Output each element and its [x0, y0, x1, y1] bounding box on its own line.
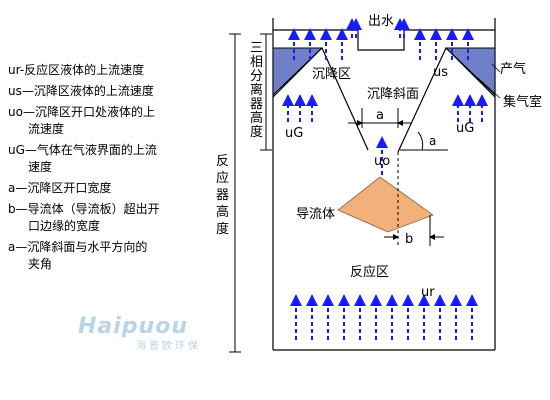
- vertical-label-char: 高: [250, 110, 263, 126]
- legend-text: a—沉降斜面与水平方向的: [8, 240, 148, 254]
- legend-text: uo—沉降区开口处液体的上: [8, 105, 155, 119]
- dimension-lines: [229, 33, 272, 353]
- legend-item: us—沉降区液体的上流速度: [6, 83, 191, 100]
- uG-right-label: uG: [456, 121, 474, 136]
- vertical-label-char: 器: [250, 97, 263, 112]
- legend-item: ur-反应区液体的上流速度: [6, 62, 191, 79]
- vertical-label-char: 应: [216, 170, 229, 186]
- vertical-label-char: 分: [250, 69, 263, 84]
- legend-text-continued: 夹角: [28, 257, 53, 271]
- legend-text-continued: 口边缘的宽度: [28, 219, 101, 233]
- a-width-label: a: [376, 108, 384, 123]
- legend: ur-反应区液体的上流速度 us—沉降区液体的上流速度 uo—沉降区开口处液体的上流…: [6, 62, 191, 277]
- settling-slope-label: 沉降斜面: [367, 87, 419, 102]
- gas-collection-label: 集气室: [503, 94, 542, 110]
- label-pointers: [477, 63, 501, 99]
- legend-text: ur-反应区液体的上流速度: [8, 63, 145, 77]
- legend-item: a—沉降区开口宽度: [6, 180, 191, 197]
- reaction-zone-label: 反应区: [350, 264, 389, 280]
- baffle-label: 导流体: [296, 207, 335, 222]
- uG-left-label: uG: [285, 126, 303, 141]
- vertical-label-char: 反: [216, 154, 229, 169]
- uo-label: uo: [374, 154, 390, 169]
- vertical-label-char: 离: [250, 82, 263, 98]
- legend-text: a—沉降区开口宽度: [8, 181, 112, 195]
- vertical-label-char: 高: [216, 204, 229, 220]
- vertical-label-char: 度: [216, 221, 229, 237]
- settling-zone-label: 沉降区: [312, 67, 351, 82]
- legend-text: b—导流体（导流板）超出开: [8, 202, 160, 216]
- logo-wordmark: Haipuou: [78, 314, 188, 339]
- gas-arrows: [282, 94, 488, 122]
- reaction-zone-arrows: [290, 294, 478, 340]
- haipuou-logo: Haipuou 海普欧环保: [78, 314, 201, 352]
- settling-slopes: [272, 47, 496, 153]
- legend-item: b—导流体（导流板）超出开口边缘的宽度: [6, 201, 191, 235]
- vertical-label-char: 三: [250, 41, 263, 56]
- b-width-label: b: [405, 232, 413, 247]
- vertical-label-char: 度: [250, 124, 263, 140]
- legend-item: uG—气体在气液界面的上流速度: [6, 142, 191, 176]
- settling-zone-arrows: [288, 28, 474, 60]
- outlet-label: 出水: [368, 14, 394, 29]
- legend-item: a—沉降斜面与水平方向的夹角: [6, 239, 191, 273]
- ur-label: ur: [421, 285, 435, 300]
- baffle: [337, 176, 434, 233]
- vertical-label-char: 器: [216, 188, 229, 203]
- legend-item: uo—沉降区开口处液体的上流速度: [6, 104, 191, 138]
- vertical-label-char: 相: [250, 55, 263, 70]
- outlet-arrows: [346, 18, 410, 38]
- us-label: us: [433, 65, 448, 80]
- angle-indicator: [400, 131, 448, 151]
- angle-label: a: [429, 134, 436, 148]
- a-width-dimension: [348, 108, 412, 128]
- gas-product-label: 产气: [500, 61, 526, 77]
- legend-text: us—沉降区液体的上流速度: [8, 84, 154, 98]
- logo-subtitle: 海普欧环保: [136, 341, 201, 352]
- legend-text: uG—气体在气液界面的上流: [8, 143, 157, 157]
- b-width-dimension: [384, 152, 444, 246]
- legend-text-continued: 速度: [28, 160, 53, 174]
- legend-text-continued: 流速度: [28, 122, 65, 136]
